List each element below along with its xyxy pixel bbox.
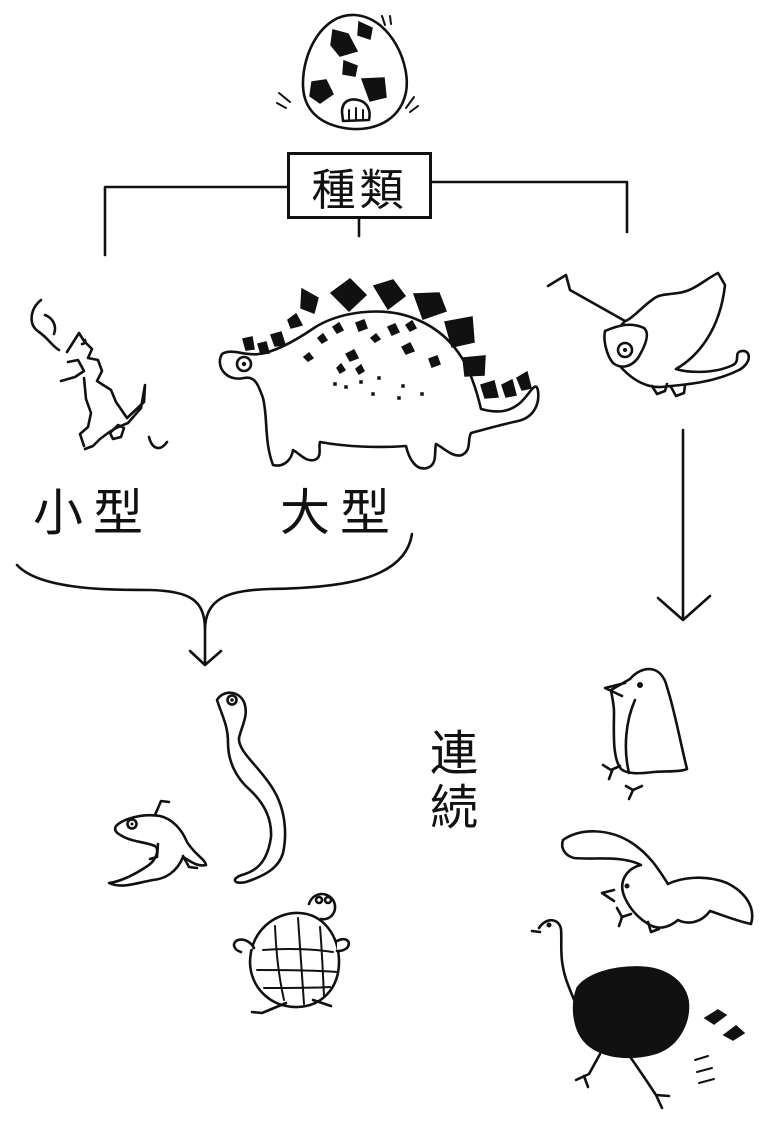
lizard-icon xyxy=(107,799,208,887)
tree-connectors xyxy=(15,180,712,667)
bird-icon xyxy=(560,830,754,934)
ostrich-icon xyxy=(530,918,746,1110)
snake-icon xyxy=(215,691,287,884)
small-dinosaur-icon xyxy=(30,298,169,451)
small-branch-label: 小型 xyxy=(33,484,153,542)
stegosaurus-icon xyxy=(218,278,540,470)
root-category-box: 種類 xyxy=(287,152,432,219)
turtle-icon xyxy=(232,892,351,1015)
egg-icon xyxy=(276,13,419,131)
pterosaur-icon xyxy=(546,271,751,398)
continuity-label: 連続 xyxy=(421,728,477,836)
large-branch-label: 大型 xyxy=(280,484,400,542)
root-category-label: 種類 xyxy=(311,164,408,216)
penguin-icon xyxy=(601,667,689,801)
